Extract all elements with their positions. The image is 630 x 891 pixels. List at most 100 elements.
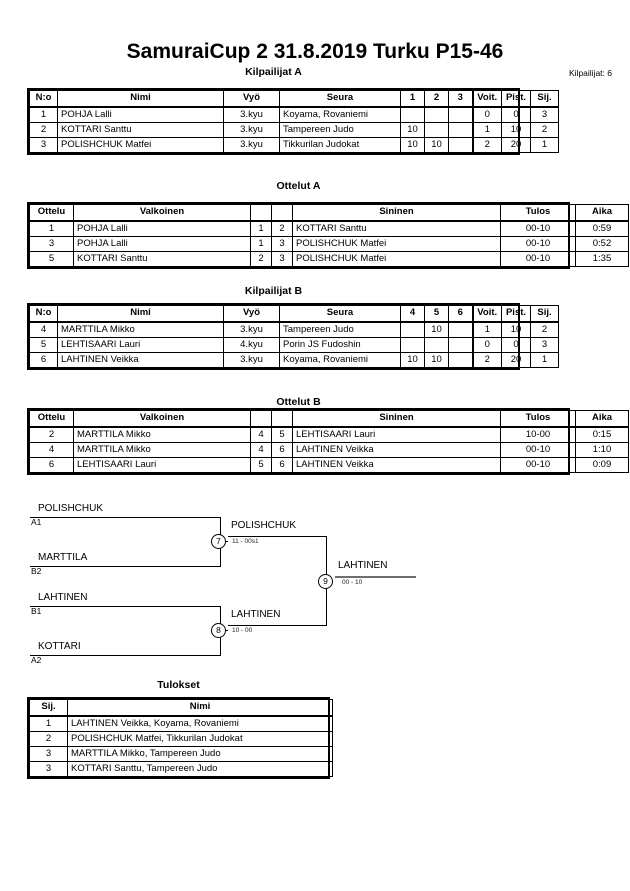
cell-m1: 10	[400, 121, 425, 138]
col-match: Ottelu	[29, 410, 74, 428]
cell-name: LEHTISAARI Lauri	[57, 336, 224, 353]
col-blue-no	[271, 204, 293, 222]
cell-white: POHJA Lalli	[73, 235, 251, 252]
bracket-entrant-seed: B2	[31, 566, 42, 576]
cell-m2	[424, 106, 449, 123]
bracket-line	[30, 655, 220, 656]
cell-m2	[424, 336, 449, 353]
col-wins: Voit.	[471, 90, 502, 108]
table-ottelut-a: Ottelu Valkoinen Sininen Tulos Aika 1 PO…	[27, 202, 629, 269]
cell-result: 00-10	[500, 235, 576, 252]
col-white-no	[250, 410, 272, 428]
table-row: 3 POHJA Lalli 1 3 POLISHCHUK Matfei 00-1…	[29, 235, 629, 252]
cell-points: 20	[501, 136, 531, 153]
cell-belt: 3.kyu	[223, 351, 280, 368]
cell-name: MARTTILA Mikko	[57, 321, 224, 338]
cell-no: 5	[29, 336, 58, 353]
col-white-no	[250, 204, 272, 222]
cell-m1	[400, 321, 425, 338]
cell-no: 6	[29, 351, 58, 368]
cell-m3	[448, 336, 473, 353]
cell-name: MARTTILA Mikko, Tampereen Judo	[67, 745, 333, 762]
cell-white: LEHTISAARI Lauri	[73, 456, 251, 473]
table-header-row: Sij. Nimi	[29, 699, 333, 717]
cell-belt: 4.kyu	[223, 336, 280, 353]
col-rank: Sij.	[29, 699, 68, 717]
table-header-row: N:o Nimi Vyö Seura 1 2 3 Voit. Pist. Sij…	[29, 90, 559, 108]
cell-rank: 3	[530, 336, 559, 353]
table-row: 1 LAHTINEN Veikka, Koyama, Rovaniemi	[29, 715, 333, 732]
col-points: Pist.	[501, 305, 531, 323]
cell-points: 10	[501, 321, 531, 338]
cell-m3	[448, 121, 473, 138]
col-wins: Voit.	[471, 305, 502, 323]
col-belt: Vyö	[223, 305, 280, 323]
table-row: 5 KOTTARI Santtu 2 3 POLISHCHUK Matfei 0…	[29, 250, 629, 267]
cell-wins: 1	[471, 321, 502, 338]
cell-rank: 2	[29, 730, 68, 747]
elimination-bracket: POLISHCHUK A1 MARTTILA B2 7 POLISHCHUK 1…	[0, 495, 630, 670]
table-row: 6 LAHTINEN Veikka 3.kyu Koyama, Rovaniem…	[29, 351, 559, 368]
bracket-line	[30, 517, 220, 518]
cell-m2: 10	[424, 321, 449, 338]
cell-m1: 10	[400, 351, 425, 368]
cell-m3	[448, 351, 473, 368]
cell-no: 4	[29, 321, 58, 338]
cell-blue-no: 2	[271, 220, 293, 237]
participant-count: Kilpailijat: 6	[569, 68, 612, 78]
cell-no: 2	[29, 121, 58, 138]
cell-blue-no: 6	[271, 441, 293, 458]
table-kilpailijat-a: N:o Nimi Vyö Seura 1 2 3 Voit. Pist. Sij…	[27, 88, 559, 155]
bracket-match-score: 10 - 00	[232, 627, 253, 634]
table-ottelut-b: Ottelu Valkoinen Sininen Tulos Aika 2 MA…	[27, 408, 629, 475]
cell-time: 1:35	[575, 250, 629, 267]
cell-match: 5	[29, 250, 74, 267]
cell-rank: 1	[530, 136, 559, 153]
cell-result: 00-10	[500, 456, 576, 473]
table-row: 3 KOTTARI Santtu, Tampereen Judo	[29, 760, 333, 777]
cell-blue-no: 6	[271, 456, 293, 473]
cell-points: 10	[501, 121, 531, 138]
cell-club: Tampereen Judo	[279, 121, 401, 138]
cell-blue: POLISHCHUK Matfei	[292, 235, 501, 252]
caption-kilpailijat-a: Kilpailijat A	[245, 66, 302, 78]
col-club: Seura	[279, 305, 401, 323]
cell-blue-no: 3	[271, 235, 293, 252]
table-row: 4 MARTTILA Mikko 4 6 LAHTINEN Veikka 00-…	[29, 441, 629, 458]
bracket-match-number: 8	[211, 623, 226, 638]
table-header-row: N:o Nimi Vyö Seura 4 5 6 Voit. Pist. Sij…	[29, 305, 559, 323]
col-belt: Vyö	[223, 90, 280, 108]
cell-no: 3	[29, 136, 58, 153]
cell-m2: 10	[424, 136, 449, 153]
col-blue: Sininen	[292, 410, 501, 428]
bracket-entrant-seed: A1	[31, 517, 42, 527]
caption-tulokset: Tulokset	[157, 679, 200, 691]
cell-rank: 3	[29, 745, 68, 762]
cell-match: 6	[29, 456, 74, 473]
col-name: Nimi	[57, 90, 224, 108]
cell-wins: 0	[471, 336, 502, 353]
cell-white: KOTTARI Santtu	[73, 250, 251, 267]
col-result: Tulos	[500, 204, 576, 222]
cell-rank: 3	[29, 760, 68, 777]
cell-m1	[400, 106, 425, 123]
cell-white-no: 1	[250, 235, 272, 252]
bracket-entrant-name: KOTTARI	[38, 641, 81, 652]
cell-wins: 0	[471, 106, 502, 123]
cell-white-no: 1	[250, 220, 272, 237]
cell-white-no: 4	[250, 441, 272, 458]
cell-wins: 2	[471, 351, 502, 368]
cell-name: POLISHCHUK Matfei, Tikkurilan Judokat	[67, 730, 333, 747]
bracket-line	[228, 536, 326, 537]
cell-time: 0:52	[575, 235, 629, 252]
col-blue: Sininen	[292, 204, 501, 222]
table-tulokset: Sij. Nimi 1 LAHTINEN Veikka, Koyama, Rov…	[27, 697, 333, 779]
cell-club: Tampereen Judo	[279, 321, 401, 338]
bracket-entrant-name: POLISHCHUK	[38, 503, 104, 514]
cell-blue: POLISHCHUK Matfei	[292, 250, 501, 267]
table-row: 3 MARTTILA Mikko, Tampereen Judo	[29, 745, 333, 762]
bracket-match-number: 7	[211, 534, 226, 549]
col-m3: 3	[448, 90, 473, 108]
table-row: 6 LEHTISAARI Lauri 5 6 LAHTINEN Veikka 0…	[29, 456, 629, 473]
